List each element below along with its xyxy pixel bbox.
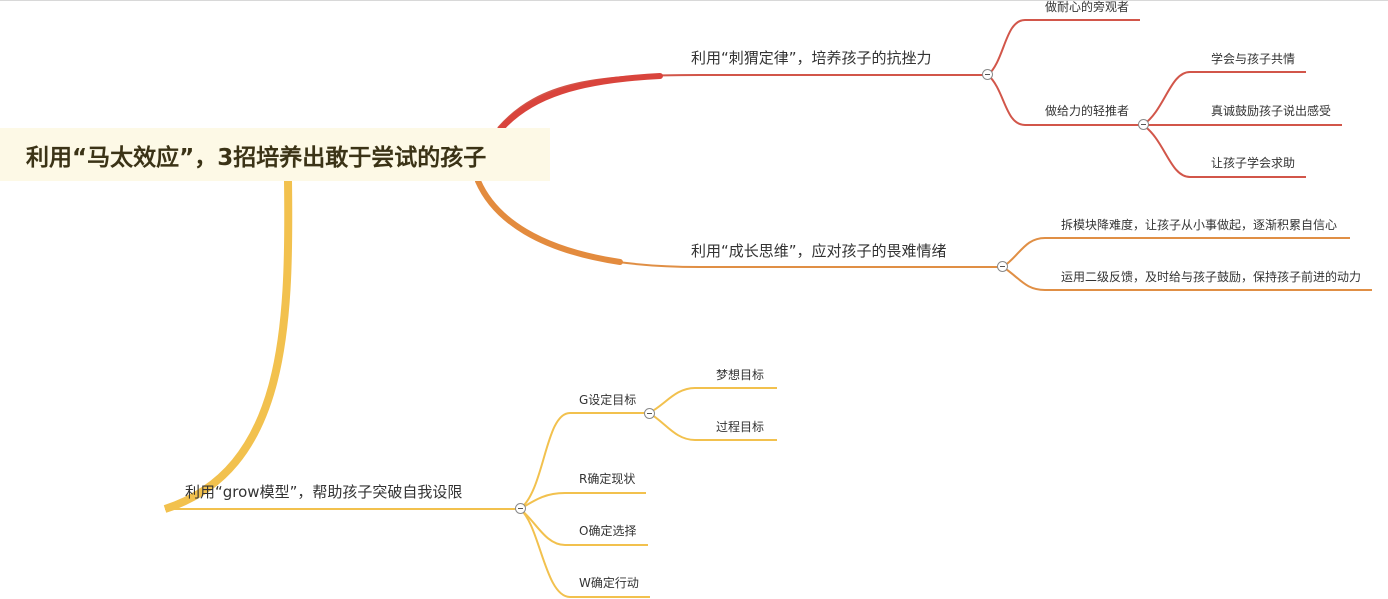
node-encourage-express[interactable]: 真诚鼓励孩子说出感受 (1211, 104, 1332, 118)
node-process-goal[interactable]: 过程目标 (716, 420, 765, 434)
connector-root-branch1 (497, 74, 990, 129)
node-gentle-pusher[interactable]: 做给力的轻推者 (1045, 104, 1130, 118)
root-node[interactable]: 利用“马太效应”，3招培养出敢于尝试的孩子 (0, 128, 550, 181)
node-o-options[interactable]: O确定选择 (579, 524, 637, 538)
connector-root-branch1-thick (497, 73, 663, 133)
node-empathize[interactable]: 学会与孩子共情 (1211, 52, 1296, 66)
node-dream-goal[interactable]: 梦想目标 (716, 368, 765, 382)
collapse-branch-hedgehog-icon[interactable] (982, 69, 993, 80)
collapse-branch-grow-icon[interactable] (515, 503, 526, 514)
connector-root-branch2-thick (475, 178, 623, 265)
node-split-modules[interactable]: 拆模块降难度，让孩子从小事做起，逐渐积累自信心 (1061, 218, 1338, 232)
node-patient-observer[interactable]: 做耐心的旁观者 (1045, 0, 1130, 14)
node-secondary-feedback[interactable]: 运用二级反馈，及时给与孩子鼓励，保持孩子前进的动力 (1061, 270, 1362, 284)
branch-growth-mindset[interactable]: 利用“成长思维”，应对孩子的畏难情绪 (691, 242, 947, 260)
connector-root-branch3-thick (163, 180, 293, 513)
collapse-gentle-pusher-icon[interactable] (1138, 119, 1149, 130)
branch-grow-model[interactable]: 利用“grow模型”，帮助孩子突破自我设限 (185, 483, 463, 501)
node-g-set-goal[interactable]: G设定目标 (579, 393, 637, 407)
collapse-g-set-goal-icon[interactable] (644, 408, 655, 419)
collapse-branch-growth-icon[interactable] (997, 261, 1008, 272)
node-ask-for-help[interactable]: 让孩子学会求助 (1211, 156, 1296, 170)
top-border (0, 0, 1388, 1)
branch-hedgehog-law[interactable]: 利用“刺猬定律”，培养孩子的抗挫力 (691, 49, 932, 67)
node-w-will[interactable]: W确定行动 (579, 576, 639, 590)
node-r-reality[interactable]: R确定现状 (579, 472, 636, 486)
